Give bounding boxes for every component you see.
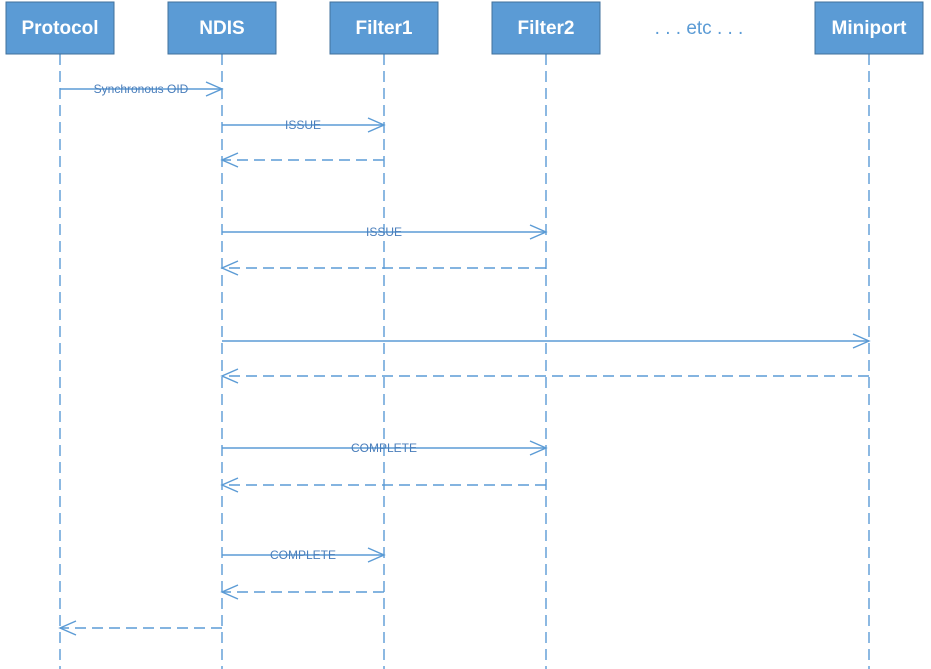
message-label: COMPLETE xyxy=(351,441,417,455)
participant-headers: Protocol NDIS Filter1 Filter2 . . . etc … xyxy=(5,1,924,55)
participant-ndis: NDIS xyxy=(167,1,277,55)
message-3 xyxy=(220,152,384,168)
message-label: ISSUE xyxy=(285,118,321,132)
message-7 xyxy=(220,368,869,384)
participant-protocol: Protocol xyxy=(5,1,115,55)
lifelines xyxy=(59,54,870,669)
arrowhead xyxy=(529,440,548,456)
message-11 xyxy=(220,584,384,600)
participant-label-filter2: Filter2 xyxy=(517,18,574,39)
messages: Synchronous OID ISSUE ISSUE COMPLETE COMPLET… xyxy=(58,81,871,636)
participant-miniport: Miniport xyxy=(814,1,924,55)
arrowhead xyxy=(220,368,239,384)
participant-filter1: Filter1 xyxy=(329,1,439,55)
arrowhead xyxy=(220,260,239,276)
participant-label-filter1: Filter1 xyxy=(355,18,412,39)
participant-label-miniport: Miniport xyxy=(832,18,908,39)
message-8: COMPLETE xyxy=(222,440,548,456)
message-6 xyxy=(222,333,871,349)
arrowhead xyxy=(205,81,224,97)
arrowhead xyxy=(367,547,386,563)
message-9 xyxy=(220,477,546,493)
message-2: ISSUE xyxy=(222,117,386,133)
message-label: ISSUE xyxy=(366,225,402,239)
participant-label-protocol: Protocol xyxy=(21,18,98,39)
arrowhead xyxy=(220,477,239,493)
arrowhead xyxy=(852,333,871,349)
participant-label-ndis: NDIS xyxy=(199,18,244,39)
arrowhead xyxy=(529,224,548,240)
message-1: Synchronous OID xyxy=(60,81,224,97)
participant-etc: . . . etc . . . xyxy=(655,18,744,39)
message-5 xyxy=(220,260,546,276)
message-12 xyxy=(58,620,222,636)
message-label: COMPLETE xyxy=(270,548,336,562)
participant-filter2: Filter2 xyxy=(491,1,601,55)
message-4: ISSUE xyxy=(222,224,548,240)
message-10: COMPLETE xyxy=(222,547,386,563)
arrowhead xyxy=(220,152,239,168)
participant-label-etc: . . . etc . . . xyxy=(655,18,744,39)
arrowhead xyxy=(58,620,77,636)
arrowhead xyxy=(220,584,239,600)
message-label: Synchronous OID xyxy=(94,82,189,96)
arrowhead xyxy=(367,117,386,133)
